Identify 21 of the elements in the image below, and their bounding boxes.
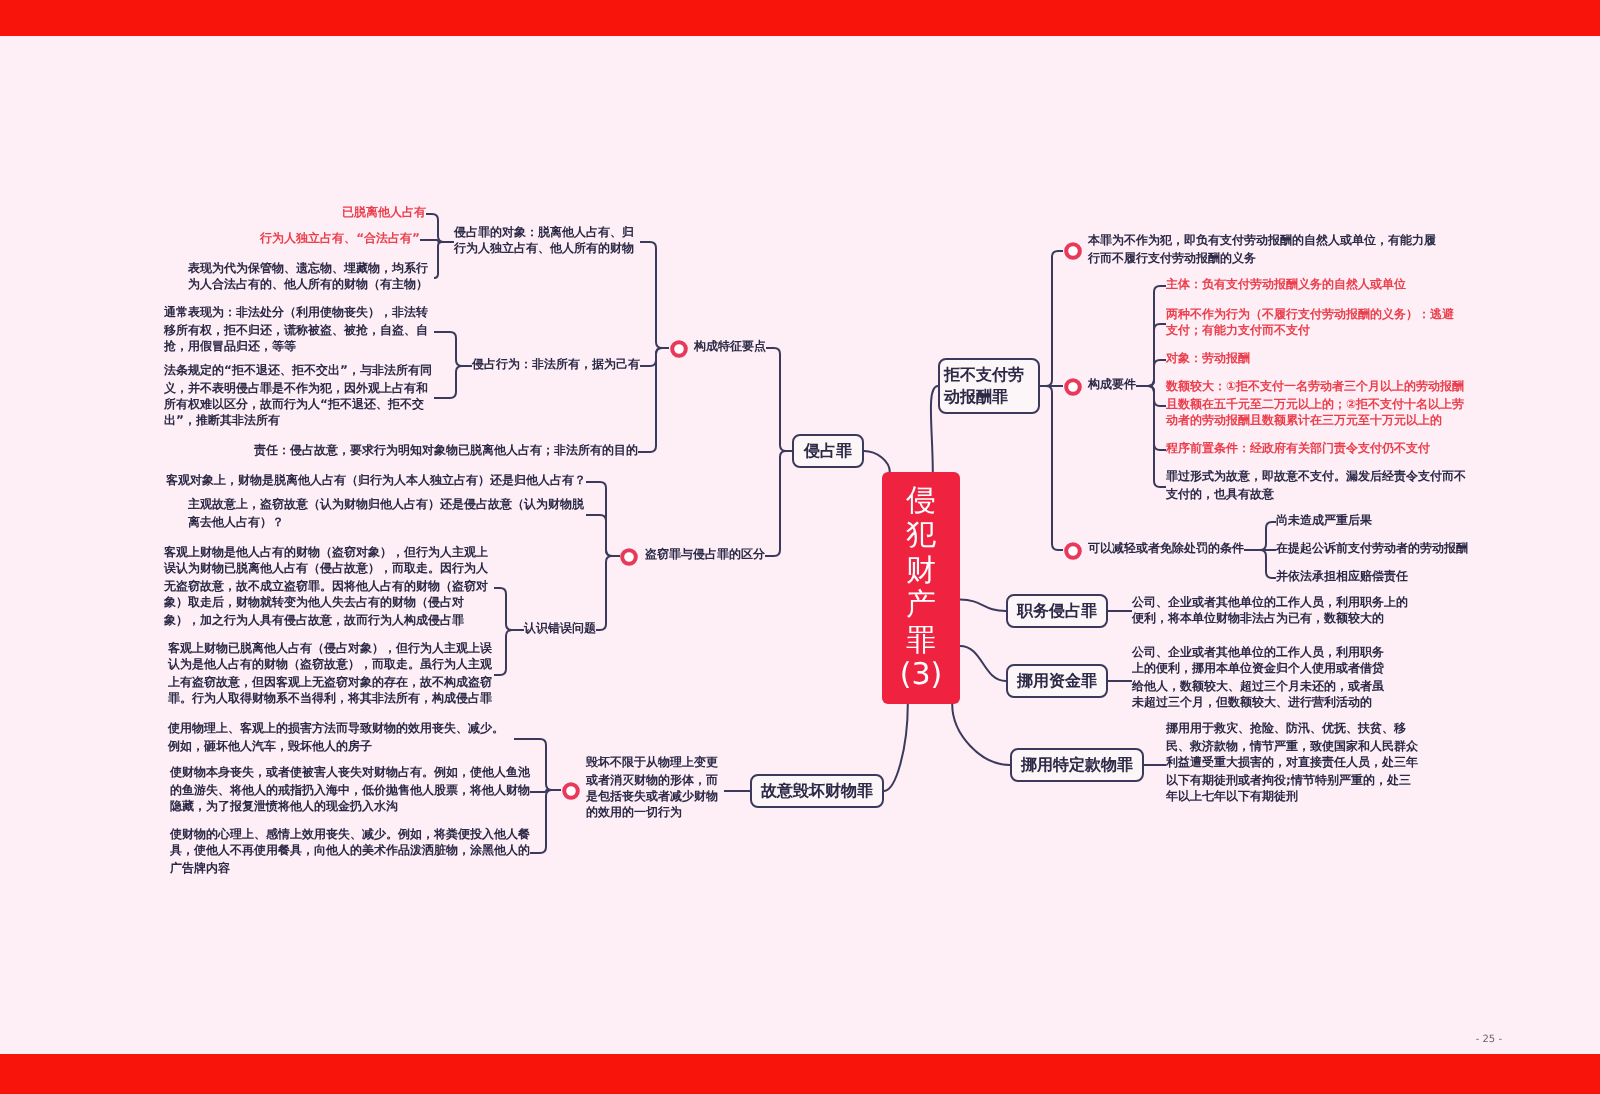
branch-line <box>1135 385 1167 488</box>
branch-line <box>929 385 939 473</box>
branch-line <box>1243 549 1277 579</box>
branch-line <box>883 703 909 792</box>
branch-line <box>863 450 891 473</box>
branch-line <box>1107 610 1133 612</box>
branch-line <box>433 241 455 279</box>
branch-line <box>959 598 1007 612</box>
branch-line <box>951 703 1011 766</box>
topic-box: 侵占罪 <box>792 434 864 468</box>
topic-box: 挪用特定款物罪 <box>1010 748 1144 782</box>
branch-line <box>959 645 1007 682</box>
branch-line <box>723 790 751 792</box>
branch-line <box>1143 764 1167 766</box>
topic-box: 故意毁坏财物罪 <box>750 774 884 808</box>
central-topic-box: 侵犯财产罪(3) <box>882 472 960 704</box>
topic-box: 职务侵占罪 <box>1006 594 1108 628</box>
topic-box: 挪用资金罪 <box>1006 664 1108 698</box>
branch-line <box>1107 680 1133 682</box>
topic-box: 拒不支付劳动报酬罪 <box>938 358 1040 414</box>
branch-line <box>433 365 473 399</box>
